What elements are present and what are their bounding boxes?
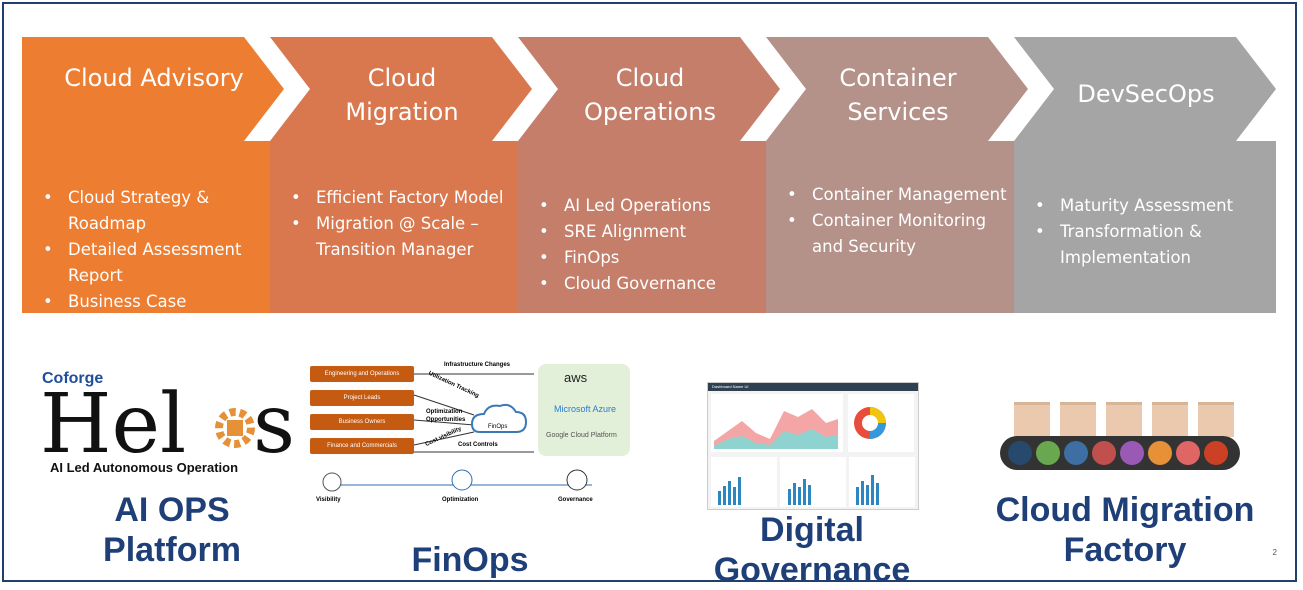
arrow-label-infra: Infrastructure Changes [444, 362, 511, 368]
gear-icon [1008, 441, 1032, 465]
svg-text:Hel: Hel [40, 380, 186, 470]
finops-caption: FinOps [411, 541, 529, 579]
stage-item: AI Led Operations [528, 193, 774, 219]
dashboard-thumbnail: Dashboard Name UI [707, 382, 919, 510]
stage-3: Cloud Operations AI Led OperationsSRE Ali… [518, 37, 782, 313]
stage-item: FinOps [528, 245, 774, 271]
gcp-logo: Google Cloud Platform [546, 432, 617, 439]
stage-item: Cloud Strategy & Roadmap [32, 185, 278, 237]
aws-logo: aws [564, 370, 588, 385]
digital-governance-caption: Digital Governance [713, 511, 911, 589]
stage-1: Cloud AdvisoryCloud Strategy & RoadmapDe… [22, 37, 286, 315]
stage-item: Cloud Governance [528, 271, 774, 297]
gear-icon [1176, 441, 1200, 465]
stage-item: SRE Alignment [528, 219, 774, 245]
factory-graphic [1000, 402, 1240, 472]
pillar-governance: Governance [558, 497, 593, 503]
finops-role-box: Business Owners [310, 414, 414, 430]
stage-items: Efficient Factory ModelMigration @ Scale… [280, 185, 526, 263]
package-box [1198, 402, 1234, 437]
finops-arrows [322, 373, 592, 492]
gear-icon [1036, 441, 1060, 465]
ai-ops-caption: AI OPS Platform [103, 491, 241, 569]
stage-2: Cloud MigrationEfficient Factory ModelMi… [270, 37, 534, 313]
dashboard-charts [711, 394, 915, 507]
package-box [1152, 402, 1188, 437]
azure-logo: Microsoft Azure [554, 404, 617, 414]
package-box [1014, 402, 1050, 437]
svg-text:s: s [253, 380, 295, 470]
finops-role-box: Finance and Commercials [310, 438, 414, 454]
dashboard-header: Dashboard Name UI [708, 383, 918, 391]
stage-title: DevSecOps [1077, 80, 1215, 108]
slide-frame [2, 2, 1297, 582]
gear-icon [1092, 441, 1116, 465]
stage-item: Maturity Assessment [1024, 193, 1270, 219]
stage-items: Container ManagementContainer Monitoring… [776, 182, 1022, 260]
coforge-logo: Coforge [42, 370, 104, 387]
finops-center-text: FinOps [488, 424, 508, 430]
gear-icon [1204, 441, 1228, 465]
gear-icon [1148, 441, 1172, 465]
stage-item: Container Management [776, 182, 1022, 208]
pillar-optimization: Optimization [442, 497, 479, 503]
helios-tagline: AI Led Autonomous Operation [50, 460, 239, 475]
cloud-providers-box [538, 364, 630, 456]
stage-item: Efficient Factory Model [280, 185, 526, 211]
package-box [1060, 402, 1096, 437]
finops-role-box: Project Leads [310, 390, 414, 406]
package-box [1106, 402, 1142, 437]
stage-title: Cloud Migration [345, 64, 459, 126]
gear-icon [1120, 441, 1144, 465]
stage-title: Cloud Advisory [64, 64, 244, 92]
stage-4: Container ServicesContainer ManagementCo… [766, 37, 1030, 313]
stage-item: Transformation & Implementation [1024, 219, 1270, 271]
stage-item: Migration @ Scale – Transition Manager [280, 211, 526, 263]
stage-item: Business Case [32, 289, 278, 315]
arrow-label-optimization: Optimization Opportunities [426, 409, 466, 423]
arrow-label-controls: Cost Controls [458, 442, 498, 448]
finops-role-box: Engineering and Operations [310, 366, 414, 382]
stage-item: Detailed Assessment Report [32, 237, 278, 289]
stage-item: Container Monitoring and Security [776, 208, 1022, 260]
pillar-visibility: Visibility [316, 497, 341, 503]
cloud-migration-factory-caption: Cloud Migration Factory [995, 491, 1255, 569]
stage-5: DevSecOpsMaturity AssessmentTransformati… [1014, 37, 1278, 313]
stage-title: Container Services [839, 64, 957, 126]
dashboard-title: Dashboard Name UI [712, 384, 749, 389]
gear-icon [1064, 441, 1088, 465]
stage-items: Maturity AssessmentTransformation & Impl… [1024, 193, 1270, 271]
helios-logo: Hel s [40, 380, 295, 470]
helios-block: Coforge Hel s AI Led Autonomous Operatio… [40, 370, 300, 480]
stage-items: Cloud Strategy & RoadmapDetailed Assessm… [32, 185, 278, 315]
page-number: 2 [1272, 548, 1277, 557]
stage-title: Cloud Operations [584, 64, 716, 126]
stage-items: AI Led OperationsSRE AlignmentFinOpsClou… [528, 193, 774, 297]
